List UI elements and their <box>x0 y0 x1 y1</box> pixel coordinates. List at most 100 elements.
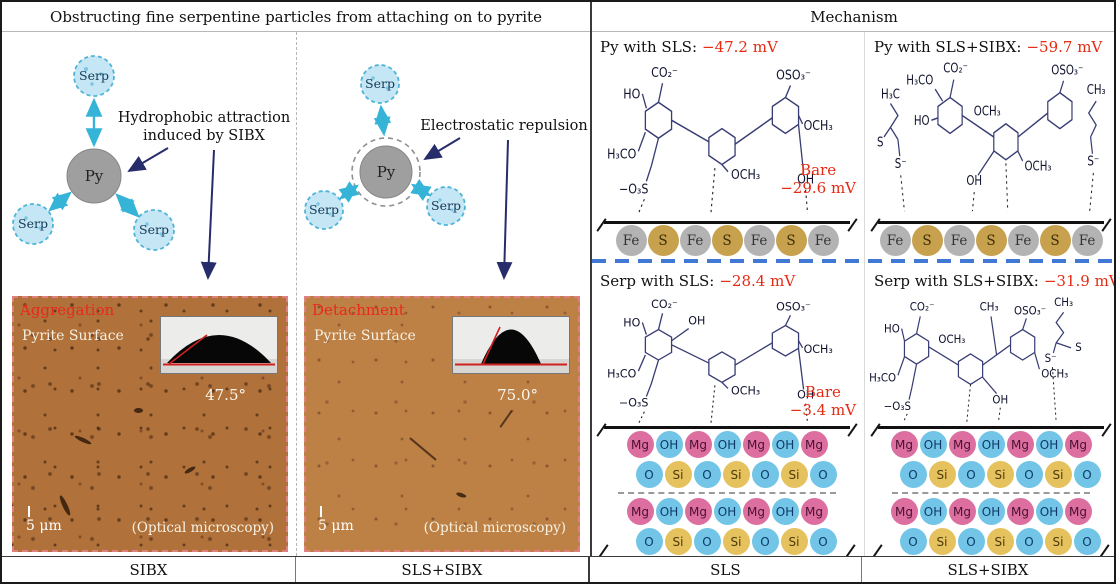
substituent-label: OCH₃ <box>731 384 760 397</box>
mechanism-columns-divider <box>864 32 865 556</box>
surface-atom: S <box>647 225 679 256</box>
pointer-arrow-to-py <box>423 137 461 161</box>
surface-atom: Fe <box>807 225 839 256</box>
micrograph-sls-sibx: Detachment Pyrite Surface 75.0° 5 μm (Op… <box>304 296 580 552</box>
texture-speck <box>409 437 437 461</box>
sls-molecule-structure: HO CO₂⁻ OSO₃⁻ OCH₃ H₃CO −O₃S OCH₃ OH <box>607 65 833 214</box>
surface-atom: Fe <box>879 225 911 256</box>
substituent-label: CO₂⁻ <box>910 300 935 314</box>
serp-particle-top: Serp <box>360 64 400 104</box>
scale-tick <box>320 505 322 517</box>
substituent-label: OSO₃⁻ <box>776 300 811 313</box>
surface-line <box>878 221 1104 224</box>
droplet-image <box>161 317 277 373</box>
cleavage-plane-dashed-line <box>892 492 1090 494</box>
surface-atom: S <box>911 225 943 256</box>
zeta-value: −31.9 mV <box>1043 272 1116 290</box>
serp-particle-right: Serp <box>426 186 466 226</box>
surface-atom: Mg <box>1006 431 1034 458</box>
panel-title-text: Py with SLS+SIBX: <box>874 38 1022 56</box>
sls-molecule-structure: HO CO₂⁻ OH OCH₃ OSO₃⁻ H₃CO −O₃S OCH₃ OH <box>607 298 833 425</box>
surface-label: Pyrite Surface <box>314 328 416 344</box>
substituent-label: S <box>1075 340 1082 354</box>
substituent-label: HO <box>623 316 640 329</box>
surface-atom: Si <box>664 528 692 555</box>
substituent-label: OCH₃ <box>1025 158 1052 174</box>
serp-particle-top: Serp <box>73 55 115 97</box>
footer-label-sls-sibx-left: SLS+SIBX <box>294 557 588 582</box>
substituent-label: S⁻ <box>1087 153 1099 169</box>
surface-atom: Mg <box>742 431 770 458</box>
substituent-label: OH <box>797 172 814 187</box>
serp-particle-left: Serp <box>12 203 54 245</box>
micrograph-sibx: Aggregation Pyrite Surface 47.5° 5 μm (O… <box>12 296 288 552</box>
surface-atom: S <box>1039 225 1071 256</box>
surface-atom: Mg <box>626 431 654 458</box>
texture-speck <box>455 491 467 499</box>
surface-atom: OH <box>1035 431 1063 458</box>
sls-sibx-molecule-structure: H₃CO HO CO₂⁻ OCH₃ OSO₃⁻ H₃C CH₃ OCH₃ OH … <box>877 60 1106 212</box>
surface-atom: Si <box>986 528 1014 555</box>
surface-atom: O <box>1073 528 1101 555</box>
pointer-arrow-to-image <box>496 139 513 280</box>
scale-tick <box>28 505 30 517</box>
py-particle: Py <box>351 137 421 207</box>
surface-atom: S <box>711 225 743 256</box>
surface-atom: OH <box>655 498 683 525</box>
footer-label-sls-sibx-right: SLS+SIBX <box>860 557 1114 582</box>
surface-atom: OH <box>919 498 947 525</box>
pointer-arrow-to-py <box>127 147 169 173</box>
substituent-label: −O₃S <box>619 181 649 196</box>
footer-label-sls: SLS <box>587 557 861 582</box>
substituent-label: OCH₃ <box>938 332 965 346</box>
surface-atom: O <box>751 528 779 555</box>
surface-atom: Si <box>780 461 808 488</box>
surface-atom: Mg <box>1064 431 1092 458</box>
left-section-title: Obstructing fine serpentine particles fr… <box>2 2 590 32</box>
substituent-label: S⁻ <box>895 156 907 172</box>
bare-text: Bare <box>800 161 837 179</box>
bare-value: −3.4 mV <box>789 400 856 419</box>
serp-label: Serp <box>365 76 395 91</box>
footer-label-sibx: SIBX <box>129 560 168 579</box>
substituent-label: OH <box>966 173 982 189</box>
surface-atom: Fe <box>1007 225 1039 256</box>
substituent-label: OSO₃⁻ <box>776 68 811 83</box>
repulsion-arrow-top <box>373 104 392 137</box>
panel-title: Serp with SLS:−28.4 mV <box>600 272 795 290</box>
substituent-label: OCH₃ <box>1041 367 1068 381</box>
surface-atom: OH <box>713 431 741 458</box>
zeta-value: −59.7 mV <box>1026 38 1103 56</box>
surface-atom: Si <box>986 461 1014 488</box>
substituent-label: OCH₃ <box>804 343 833 356</box>
substituent-label: CO₂⁻ <box>651 298 678 311</box>
surface-atom: Mg <box>948 431 976 458</box>
cleavage-plane-dashed-line <box>618 492 836 494</box>
micrograph-tag: Detachment <box>312 301 405 319</box>
panel-serp-sls-sibx: Serp with SLS+SIBX:−31.9 mV HO CO₂⁻ CH₃ … <box>866 268 1116 558</box>
substituent-label: OSO₃⁻ <box>1014 304 1046 318</box>
surface-atom: Fe <box>943 225 975 256</box>
scale-bar: 5 μm <box>318 505 354 534</box>
surface-atom: OH <box>1035 498 1063 525</box>
surface-atom: OH <box>655 431 683 458</box>
substituent-label: S⁻ <box>1045 352 1057 366</box>
substituent-label: −O₃S <box>619 397 648 410</box>
zeta-value: −47.2 mV <box>702 38 778 56</box>
mechanism-section-title: Mechanism <box>590 2 1114 32</box>
surface-atom: Mg <box>626 498 654 525</box>
substituent-label: CO₂⁻ <box>651 65 678 80</box>
py-label: Py <box>85 167 104 185</box>
serp-label: Serp <box>18 216 48 231</box>
surface-atom: O <box>957 461 985 488</box>
contact-angle-inset <box>452 316 570 374</box>
substituent-label: CH₃ <box>1087 82 1106 98</box>
substituent-label: H₃CO <box>607 147 636 162</box>
panel-title-text: Py with SLS: <box>600 38 697 56</box>
